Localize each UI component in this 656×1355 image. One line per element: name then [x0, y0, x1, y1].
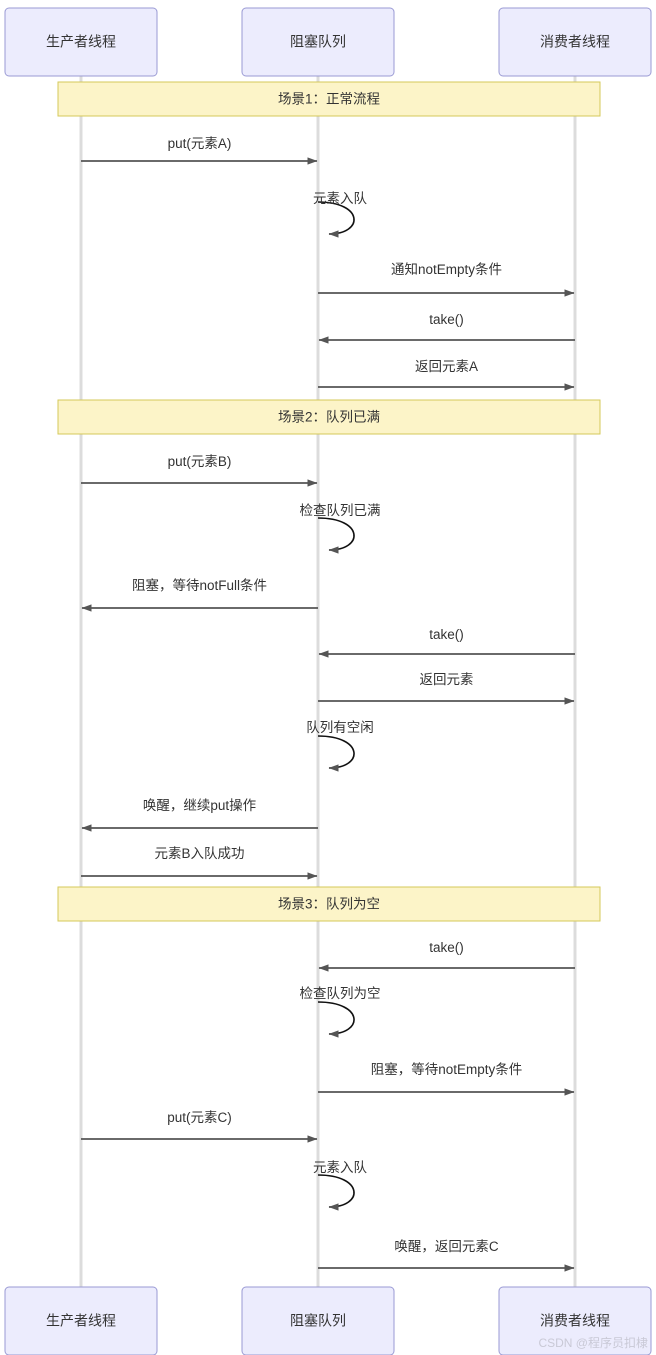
note-scenario-3: 场景3：队列为空 [57, 886, 601, 922]
message-label-m11: 队列有空闲 [306, 720, 374, 735]
message-label-m15: 检查队列为空 [300, 986, 381, 1001]
message-m16: 阻塞，等待notEmpty条件 [318, 1061, 575, 1096]
message-m13: 元素B入队成功 [81, 846, 318, 880]
note-scenario-1: 场景1：正常流程 [57, 81, 601, 117]
self-message-line-m11 [317, 735, 355, 772]
actor-box-consumer-top[interactable]: 消费者线程 [498, 7, 652, 77]
message-m1: put(元素A) [81, 136, 318, 165]
message-m8: 阻塞，等待notFull条件 [81, 577, 318, 612]
messages-group: put(元素A)元素入队通知notEmpty条件take()返回元素Aput(元… [81, 136, 575, 1272]
message-label-m17: put(元素C) [167, 1110, 232, 1125]
self-message-line-m2 [317, 201, 355, 238]
message-label-m10: 返回元素 [420, 672, 474, 687]
message-m19: 唤醒，返回元素C [318, 1239, 575, 1272]
message-label-m3: 通知notEmpty条件 [391, 261, 502, 277]
watermark-group: CSDN @程序员扣棣 [538, 1335, 648, 1350]
actor-box-queue-top[interactable]: 阻塞队列 [241, 7, 395, 77]
message-label-m8: 阻塞，等待notFull条件 [132, 577, 267, 593]
message-label-m2: 元素入队 [313, 191, 367, 206]
actor-box-consumer-bottom[interactable]: 消费者线程 [498, 1286, 652, 1355]
actor-box-producer-bottom[interactable]: 生产者线程 [4, 1286, 158, 1355]
message-m15: 检查队列为空 [300, 986, 381, 1038]
actor-box-producer-top[interactable]: 生产者线程 [4, 7, 158, 77]
message-label-m12: 唤醒，继续put操作 [143, 798, 256, 813]
message-label-m18: 元素入队 [313, 1160, 367, 1175]
actor-box-queue-bottom[interactable]: 阻塞队列 [241, 1286, 395, 1355]
watermark-label: CSDN @程序员扣棣 [538, 1335, 648, 1350]
message-m3: 通知notEmpty条件 [318, 261, 575, 297]
actor-label-consumer-top: 消费者线程 [540, 34, 610, 50]
actor-label-queue-bottom: 阻塞队列 [290, 1313, 346, 1329]
actor-label-producer-top: 生产者线程 [46, 34, 116, 50]
actor-label-queue-top: 阻塞队列 [290, 34, 346, 50]
actor-label-producer-bottom: 生产者线程 [46, 1313, 116, 1329]
message-m6: put(元素B) [81, 454, 318, 487]
message-label-m19: 唤醒，返回元素C [394, 1239, 498, 1254]
message-m11: 队列有空闲 [306, 720, 374, 772]
message-label-m16: 阻塞，等待notEmpty条件 [371, 1061, 523, 1077]
message-m7: 检查队列已满 [300, 503, 381, 554]
message-label-m13: 元素B入队成功 [154, 846, 244, 861]
message-m2: 元素入队 [313, 191, 367, 238]
message-label-m7: 检查队列已满 [300, 503, 381, 518]
note-label-scenario-3: 场景3：队列为空 [278, 897, 380, 912]
actors-bottom-group: 生产者线程 阻塞队列 消费者线程 [4, 1286, 652, 1355]
self-message-line-m7 [317, 517, 355, 554]
actors-top-group: 生产者线程 阻塞队列 消费者线程 [4, 7, 652, 77]
self-message-line-m18 [317, 1174, 355, 1211]
message-m10: 返回元素 [318, 672, 575, 705]
message-m12: 唤醒，继续put操作 [81, 798, 318, 832]
message-m5: 返回元素A [318, 359, 575, 391]
lifelines-group [79, 76, 577, 1287]
message-label-m4: take() [429, 312, 464, 327]
message-label-m14: take() [429, 940, 464, 955]
message-label-m9: take() [429, 627, 464, 642]
note-scenario-2: 场景2：队列已满 [57, 399, 601, 435]
note-label-scenario-2: 场景2：队列已满 [278, 410, 380, 425]
message-label-m6: put(元素B) [168, 454, 232, 469]
message-m9: take() [318, 627, 575, 658]
note-label-scenario-1: 场景1：正常流程 [278, 92, 380, 107]
message-label-m1: put(元素A) [168, 136, 232, 151]
message-m14: take() [318, 940, 575, 972]
message-m4: take() [318, 312, 575, 344]
self-message-line-m15 [317, 1001, 355, 1038]
message-m17: put(元素C) [81, 1110, 318, 1143]
actor-label-consumer-bottom: 消费者线程 [540, 1313, 610, 1329]
message-m18: 元素入队 [313, 1160, 367, 1211]
message-label-m5: 返回元素A [415, 359, 478, 374]
